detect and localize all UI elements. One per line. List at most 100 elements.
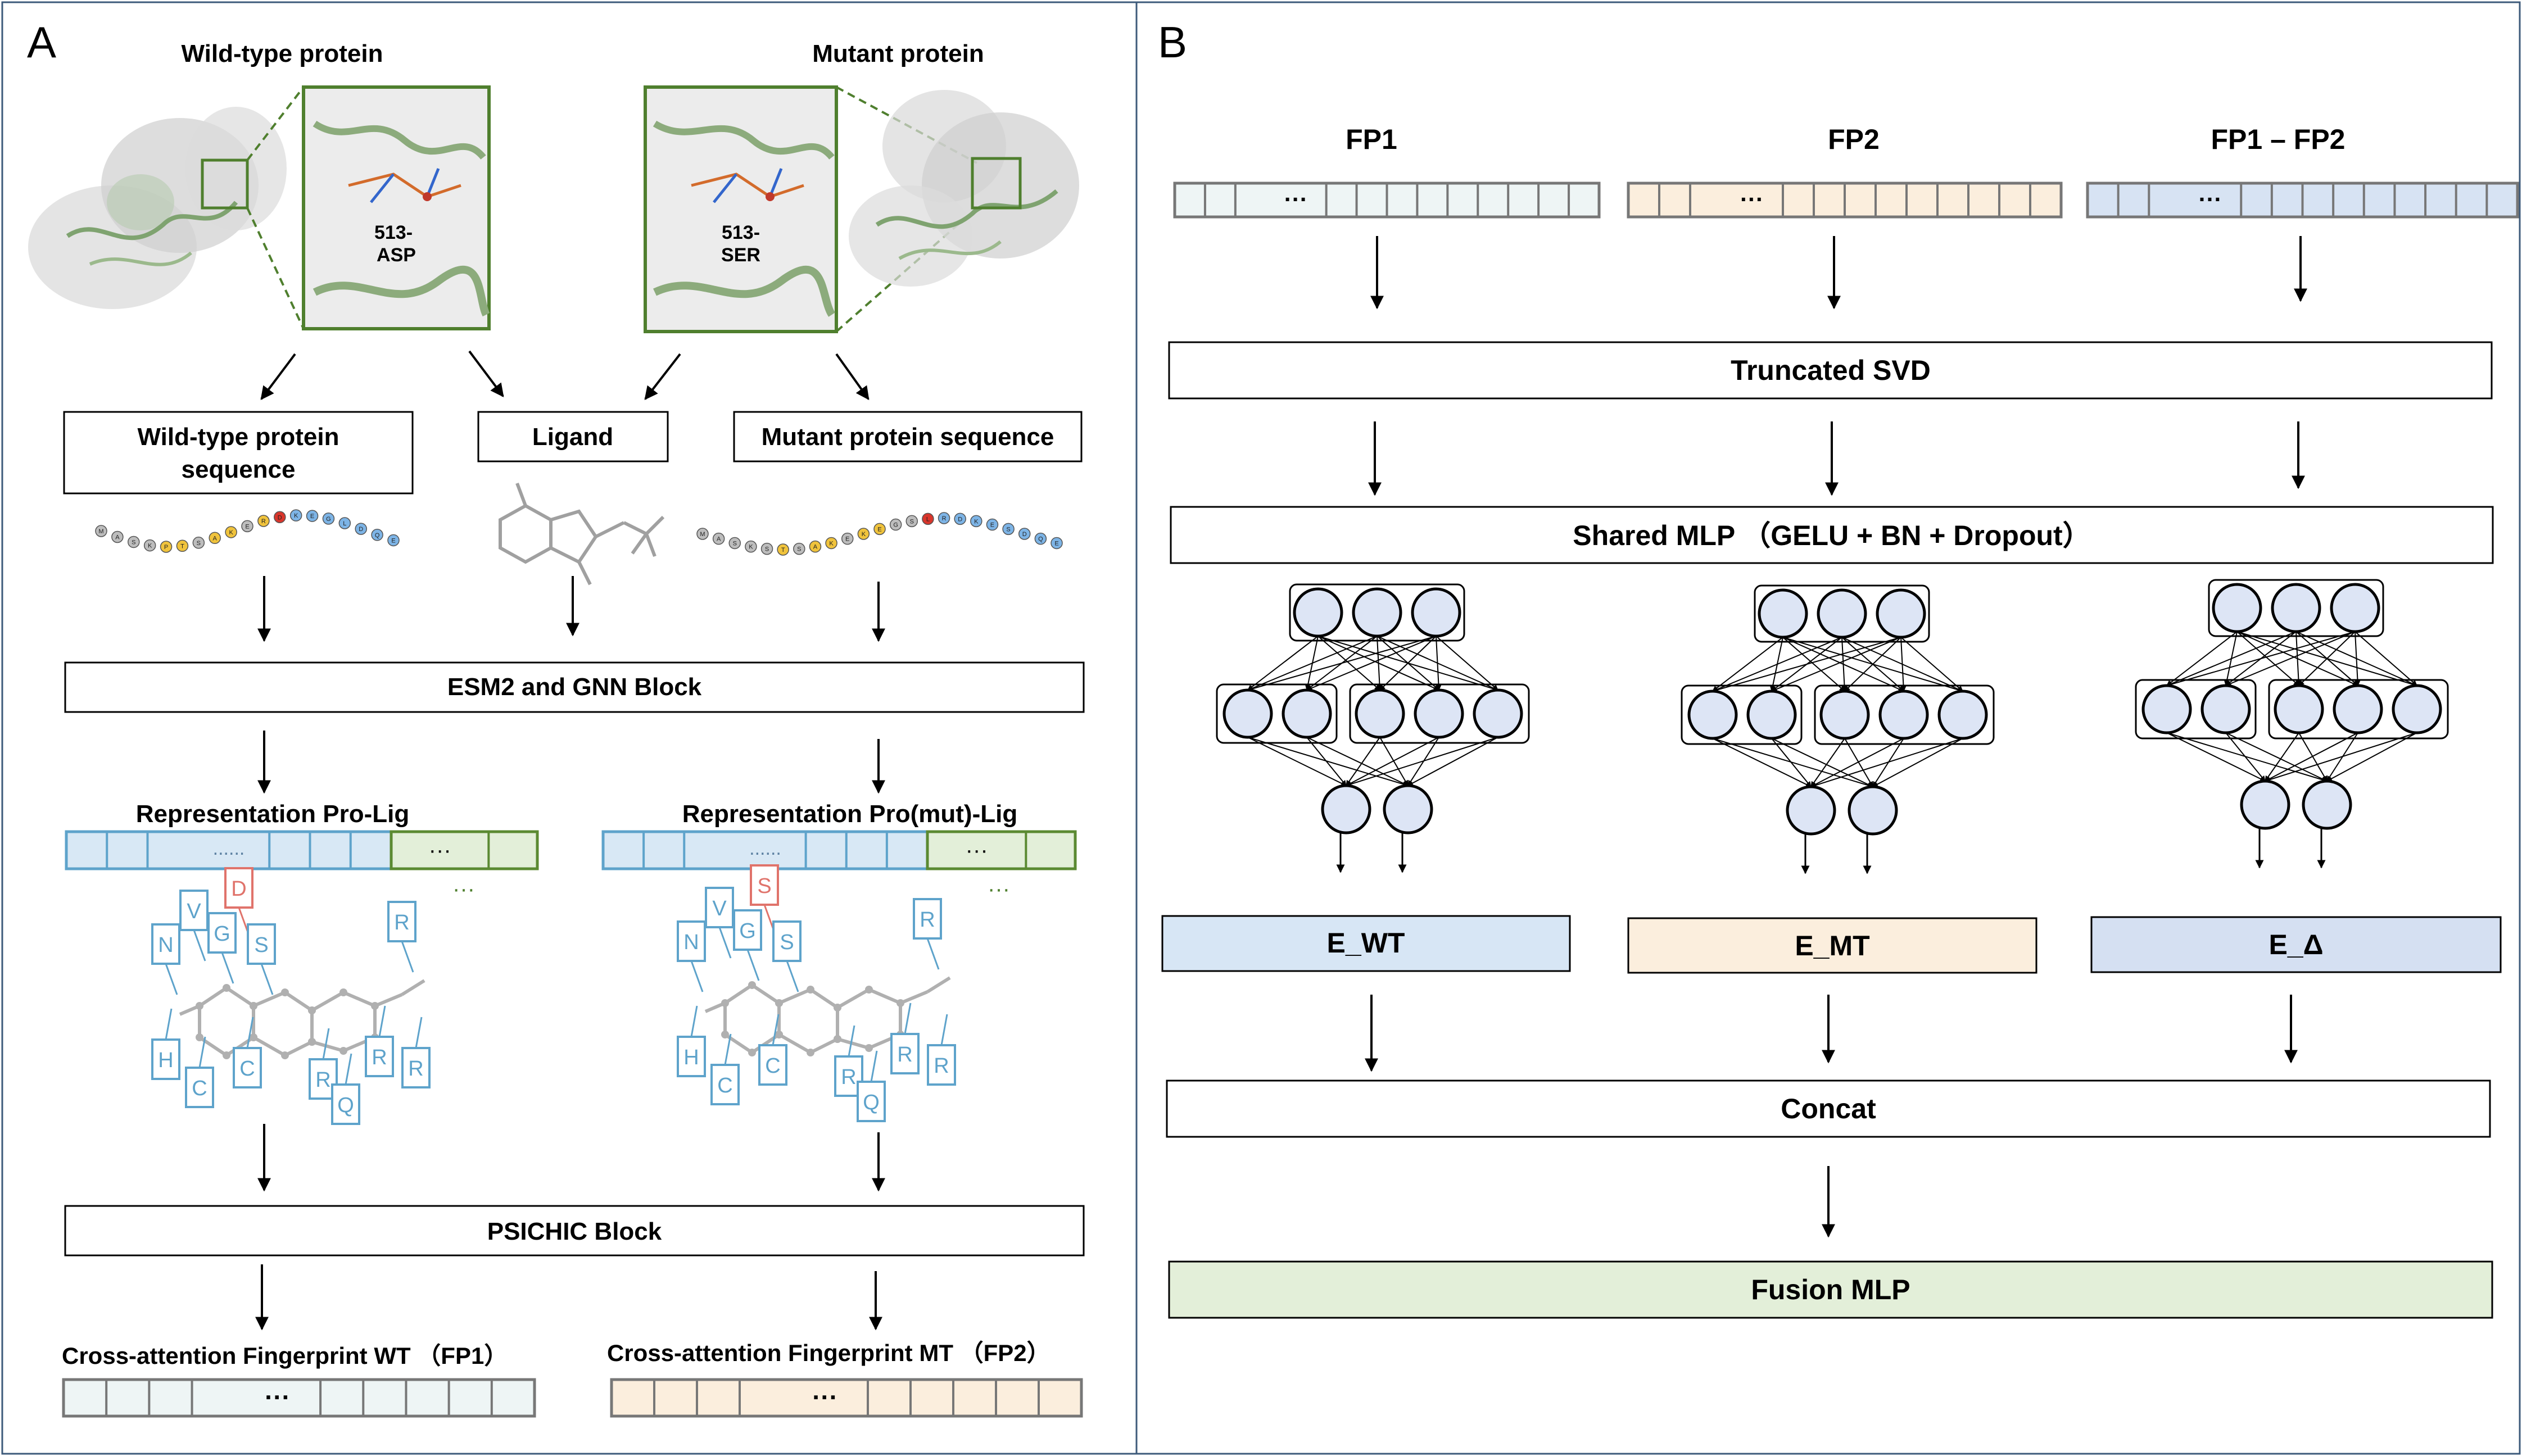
e-mt-label: E_MT — [1795, 930, 1869, 961]
sequence-bead: A — [809, 540, 822, 553]
wild-type-sequence-line2: sequence — [182, 456, 296, 483]
svg-text:S: S — [797, 546, 801, 553]
svg-text:N: N — [683, 931, 699, 954]
residue-node: C — [185, 1067, 214, 1108]
sequence-bead: E — [873, 523, 886, 536]
mlp-network-delta — [2135, 579, 2449, 869]
svg-text:M: M — [700, 531, 705, 538]
svg-text:L: L — [926, 516, 930, 523]
neuron-node — [1352, 587, 1402, 638]
mutation-residue-node: S — [750, 864, 779, 906]
fp1-title: FP1 — [1346, 124, 1397, 155]
sequence-bead: S — [192, 537, 205, 549]
svg-text:D: D — [231, 877, 246, 901]
svg-text:A: A — [115, 534, 120, 541]
residue-node: H — [151, 1038, 180, 1080]
mutant-sequence-label: Mutant protein sequence — [762, 423, 1054, 451]
svg-text:K: K — [294, 512, 298, 519]
svg-text:Q: Q — [375, 532, 380, 539]
rep-protein-dots: ...... — [749, 838, 781, 859]
neuron-node — [1786, 785, 1836, 836]
svg-text:S: S — [197, 540, 201, 547]
residue-node: R — [890, 1033, 920, 1074]
neuron-node — [1746, 690, 1797, 740]
mlp-network-wt — [1216, 583, 1530, 873]
neuron-node — [2330, 583, 2380, 633]
representation-mt-bar: ......··· — [601, 830, 1077, 870]
svg-text:E: E — [1054, 540, 1058, 547]
svg-text:R: R — [394, 911, 409, 935]
e-mt-box — [1627, 917, 2037, 974]
neuron-node — [2302, 779, 2352, 830]
mutation-residue-node: D — [224, 867, 253, 909]
mutant-structure-image — [849, 90, 1079, 287]
neuron-node — [1817, 588, 1867, 639]
neuron-node — [2392, 684, 2442, 734]
svg-text:A: A — [813, 544, 818, 551]
svg-text:S: S — [757, 874, 771, 898]
residue-node: V — [705, 887, 734, 928]
svg-text:K: K — [749, 544, 753, 551]
svg-text:R: R — [934, 1054, 949, 1078]
residue-node: R — [387, 901, 416, 942]
svg-text:Q: Q — [337, 1094, 354, 1117]
fp1-vector-bar: ··· — [1173, 182, 1601, 219]
sequence-bead: L — [922, 512, 934, 525]
neuron-node — [1848, 785, 1898, 836]
mutant-zoom-panel: 513- SER — [644, 85, 838, 333]
e-wt-box — [1161, 915, 1571, 972]
e-delta-box — [2090, 916, 2502, 973]
svg-text:P: P — [164, 544, 168, 551]
neuron-node — [2141, 684, 2192, 734]
sequence-bead: S — [1002, 523, 1015, 536]
ligand-molecule-icon — [499, 482, 665, 586]
concat-label: Concat — [1781, 1093, 1876, 1124]
sequence-bead: D — [954, 512, 966, 525]
neuron-node — [1355, 688, 1405, 739]
ligand-box — [477, 411, 669, 462]
rep-protein-dots: ...... — [213, 838, 245, 859]
wild-type-zoom-panel: 513- ASP — [302, 85, 491, 330]
sequence-bead: T — [777, 543, 789, 556]
svg-text:R: R — [841, 1065, 856, 1089]
residue-node: S — [247, 923, 276, 965]
svg-text:S: S — [132, 539, 135, 546]
svg-text:E: E — [877, 526, 881, 533]
svg-text:R: R — [315, 1068, 330, 1092]
residue-node: N — [677, 920, 706, 962]
fp-wt-dots: ··· — [265, 1383, 290, 1412]
neuron-node — [2333, 684, 2383, 734]
wild-type-sequence-line1: Wild-type protein — [138, 423, 339, 451]
rep-mt-extra-dots: ··· — [988, 877, 1010, 901]
sequence-bead: G — [889, 518, 902, 531]
neuron-node — [1473, 688, 1523, 739]
svg-text:E: E — [310, 513, 314, 520]
sequence-bead: Q — [371, 529, 383, 541]
svg-text:K: K — [148, 543, 152, 550]
psichic-block — [64, 1205, 1085, 1257]
neuron-node — [2212, 583, 2262, 633]
fp2-title: FP2 — [1828, 124, 1880, 155]
svg-text:S: S — [910, 518, 914, 525]
svg-text:N: N — [158, 933, 173, 957]
svg-text:G: G — [326, 516, 331, 523]
svg-text:R: R — [261, 518, 266, 525]
b-fp1-dots: ··· — [1284, 186, 1308, 212]
sequence-bead: K — [825, 537, 837, 550]
rep-ligand-dots: ··· — [429, 838, 451, 863]
residue-node: C — [758, 1044, 787, 1086]
residue-node: Q — [331, 1083, 360, 1125]
neuron-node — [1293, 587, 1343, 638]
sequence-bead: S — [793, 542, 805, 555]
fingerprint-mt-bar: ··· — [610, 1378, 1083, 1418]
svg-text:V: V — [187, 900, 201, 923]
e-wt-label: E_WT — [1327, 927, 1405, 959]
sequence-bead: R — [257, 515, 270, 527]
sequence-bead: P — [160, 541, 173, 553]
residue-node: R — [927, 1044, 956, 1086]
residue-node: R — [309, 1058, 338, 1100]
